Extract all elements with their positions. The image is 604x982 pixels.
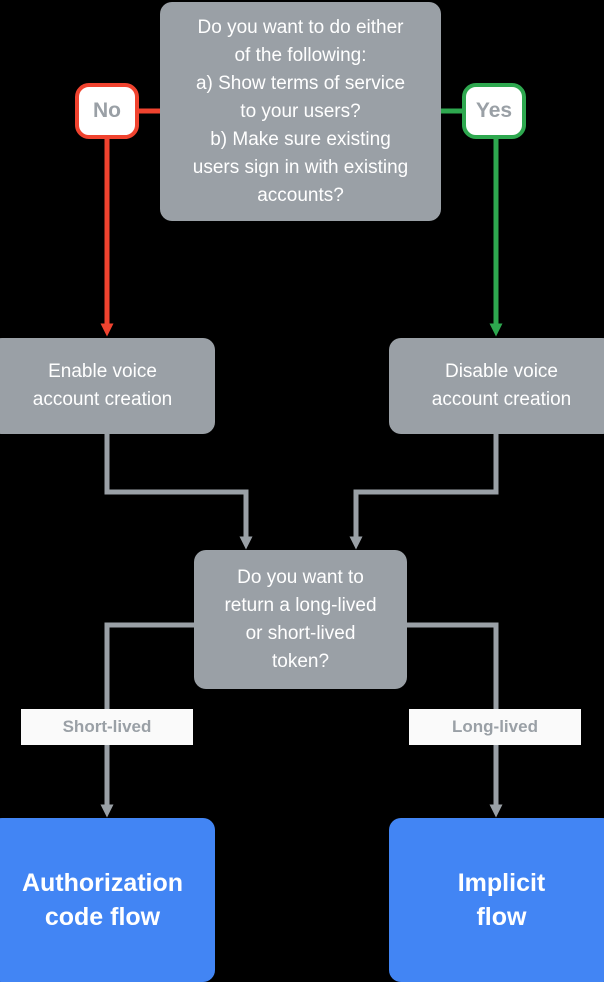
edge-label-yes-text: Yes bbox=[475, 99, 513, 122]
edge-label-long-lived-text: Long-lived bbox=[452, 717, 538, 736]
edge-disable-to-decision2 bbox=[349, 434, 499, 550]
edge-label-no-text: No bbox=[93, 99, 121, 122]
edge-label-no[interactable]: No bbox=[75, 83, 139, 139]
edge-decision2-to-auth-flow bbox=[100, 622, 194, 818]
edge-label-long-lived: Long-lived bbox=[409, 709, 581, 745]
edge-enable-to-decision2 bbox=[104, 434, 253, 550]
edge-label-short-lived-text: Short-lived bbox=[62, 717, 152, 736]
edge-decision2-to-implicit-flow bbox=[407, 622, 503, 818]
edge-label-yes[interactable]: Yes bbox=[462, 83, 526, 139]
edge-label-short-lived: Short-lived bbox=[21, 709, 193, 745]
